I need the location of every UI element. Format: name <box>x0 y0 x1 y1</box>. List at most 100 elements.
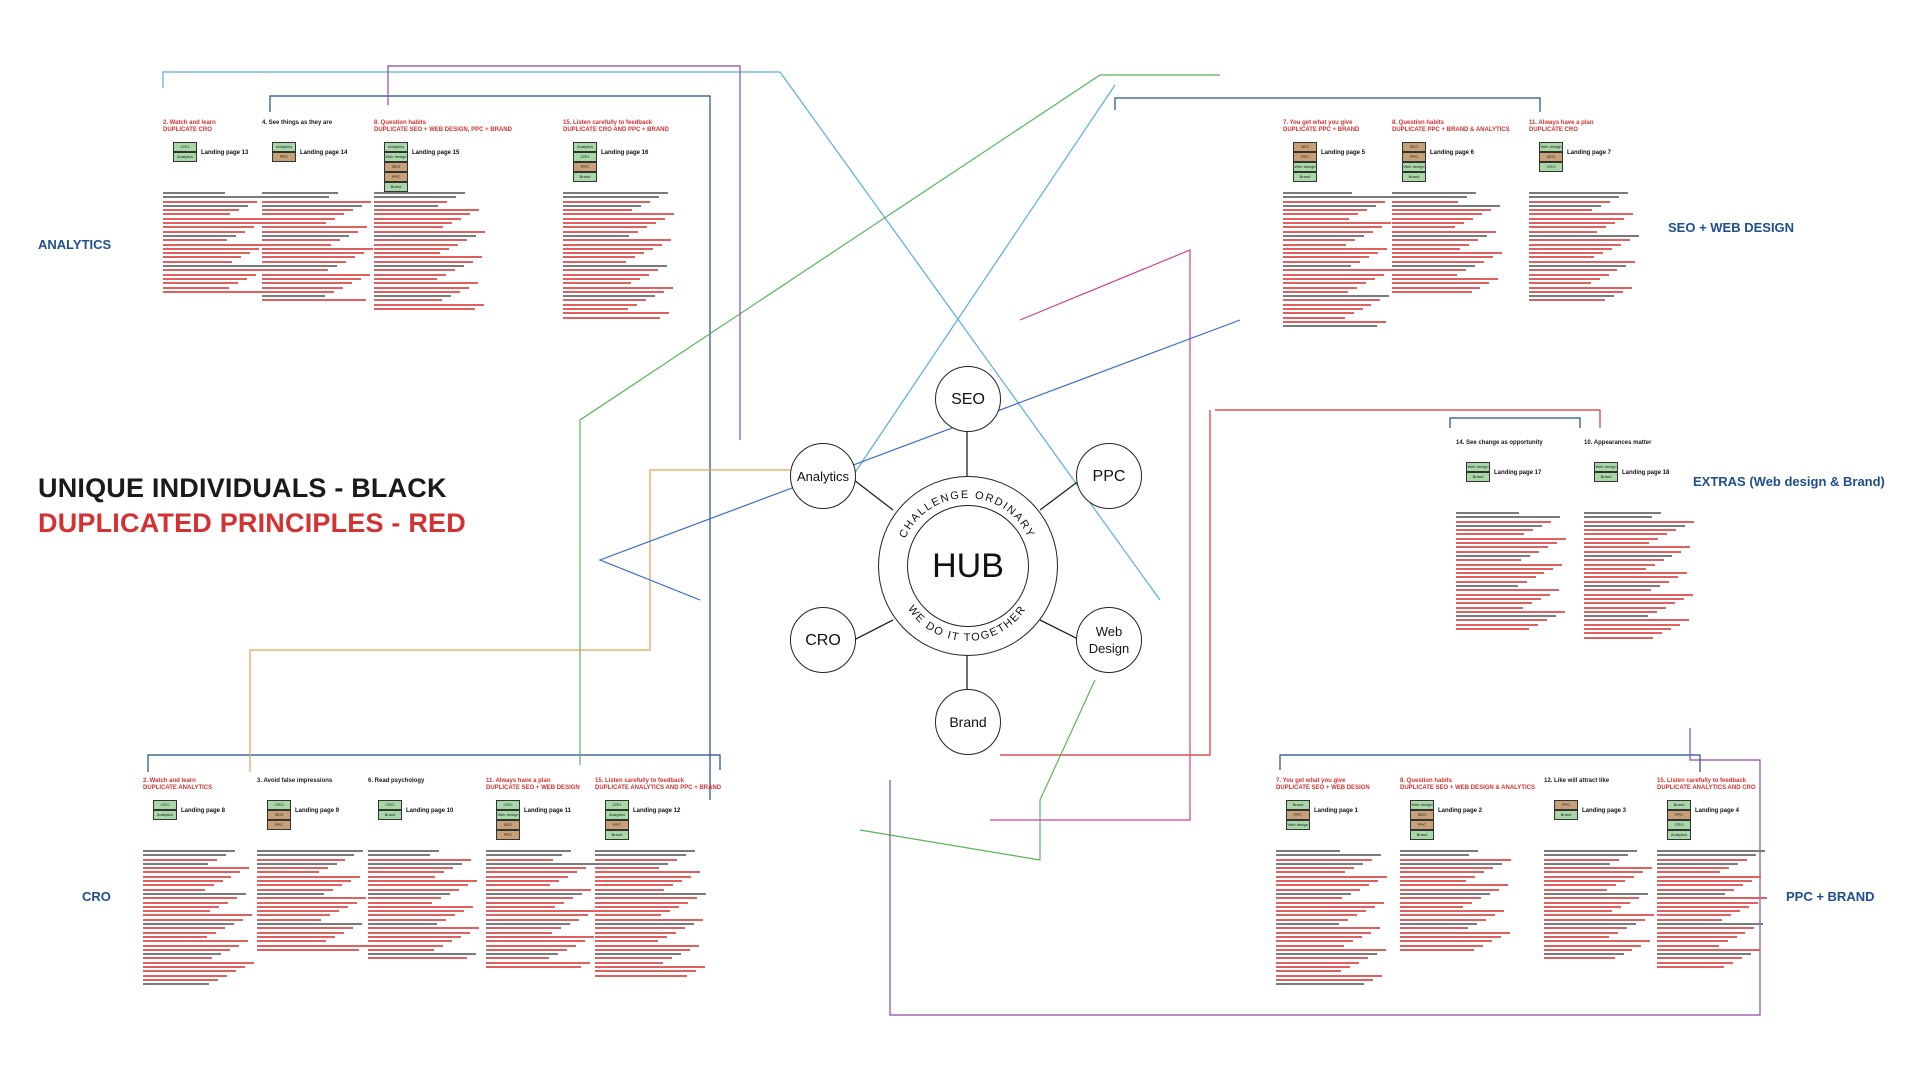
node-seo[interactable]: SEO <box>935 366 1001 432</box>
card-text-line <box>262 213 344 216</box>
card-title: 14. See change as opportunity <box>1456 440 1606 447</box>
card-text-line <box>1584 563 1655 566</box>
card-tag: PPC <box>1554 800 1578 810</box>
card-text-line <box>1584 576 1679 579</box>
node-analytics[interactable]: Analytics <box>790 443 856 509</box>
card-text-line <box>595 944 700 947</box>
node-analytics-label: Analytics <box>796 468 850 484</box>
hub-spoke <box>1039 479 1081 511</box>
region-label-ppc-brand: PPC + BRAND <box>1786 889 1875 904</box>
card-text-line <box>1584 550 1682 553</box>
hub-bottom-arc-text: WE DO IT TOGETHER <box>905 603 1027 644</box>
card-text-line <box>374 226 444 229</box>
card-text-line <box>1283 277 1375 280</box>
card-text-line <box>1392 196 1468 199</box>
card-text-line <box>1544 897 1640 900</box>
card-text-line <box>563 230 639 233</box>
card-tag: Analytics <box>1667 830 1691 840</box>
card-text-line <box>1276 875 1387 878</box>
card-text-line <box>1544 948 1633 951</box>
card-text-line <box>262 247 373 250</box>
card-text-line <box>1529 243 1621 246</box>
card-text-line <box>1276 871 1346 874</box>
card-text-line <box>563 260 626 263</box>
card-tag: SEO <box>384 162 408 172</box>
card-text-line <box>1392 243 1470 246</box>
card-text-line <box>374 230 485 233</box>
card-text-line <box>374 290 461 293</box>
card-text-line <box>1276 905 1375 908</box>
node-brand[interactable]: Brand <box>935 689 1001 755</box>
card-text-line <box>143 905 220 908</box>
card-text-line <box>486 880 559 883</box>
card-text-line <box>1276 970 1341 973</box>
hub-label: HUB <box>932 546 1004 585</box>
card-text-line <box>1283 200 1385 203</box>
card-text-line <box>1544 923 1636 926</box>
card-text-line <box>1276 935 1363 938</box>
card-text-line <box>374 213 471 216</box>
card-tag: Brand <box>1466 472 1490 482</box>
card-text-line <box>1657 961 1734 964</box>
node-cro[interactable]: CRO <box>790 607 856 673</box>
node-ppc[interactable]: PPC <box>1076 443 1142 509</box>
card-text-line <box>368 935 461 938</box>
card-text-line <box>1283 226 1382 229</box>
card-text-line <box>257 897 366 900</box>
card-text-line <box>1584 572 1688 575</box>
card-text-line <box>1529 252 1603 255</box>
card-text-line <box>563 286 673 289</box>
card-text-line <box>1456 602 1533 605</box>
card-text-line <box>163 213 231 216</box>
card-tag: PPC <box>272 152 296 162</box>
card-text-line <box>1456 554 1530 557</box>
node-web-design[interactable]: Web Design <box>1076 607 1142 673</box>
card-tag: CRO <box>573 152 597 162</box>
card-text-line <box>262 230 359 233</box>
card-tag: CRO <box>173 142 197 152</box>
card-tag: CRO <box>605 800 629 810</box>
card-text-line <box>1283 217 1350 220</box>
card-text-line <box>368 923 438 926</box>
card-duplicate-note: DUPLICATE SEO + WEB DESIGN <box>486 785 580 791</box>
card-text-line <box>163 204 249 207</box>
card-text-line <box>1283 303 1372 306</box>
card-tag: Brand <box>1293 172 1317 182</box>
card-text-line <box>1584 567 1646 570</box>
card-text-line <box>1529 234 1639 237</box>
card-text-line <box>262 295 325 298</box>
card-text-line <box>1400 948 1474 951</box>
card-tag: Web design <box>1293 162 1317 172</box>
card-text-line <box>1456 572 1545 575</box>
card-text-line <box>1657 935 1737 938</box>
card-text-line <box>374 252 441 255</box>
card-tag: Brand <box>1410 830 1434 840</box>
card-text-line <box>1283 308 1363 311</box>
card-text-line <box>1657 905 1749 908</box>
card-text-line <box>595 910 671 913</box>
card-text-line <box>563 234 630 237</box>
card-text-line <box>1456 593 1551 596</box>
card-duplicate-note: DUPLICATE ANALYTICS <box>143 785 213 791</box>
card-principle: 8. Question habits <box>374 120 427 126</box>
card-text-line <box>257 940 327 943</box>
card-text-line <box>1400 918 1487 921</box>
card-text-line <box>563 213 674 216</box>
card-text-line <box>143 927 225 930</box>
card-text-line <box>1544 888 1607 891</box>
card-text-line <box>1584 615 1648 618</box>
card-text-line <box>368 918 447 921</box>
card-text-line <box>1283 286 1357 289</box>
card-text-line <box>1584 619 1690 622</box>
card-text-line <box>1400 944 1483 947</box>
card-text-line <box>1529 260 1636 263</box>
card-text-line <box>1584 542 1649 545</box>
card-text-line <box>486 888 592 891</box>
card-text-line <box>1276 953 1377 956</box>
card-text-line <box>486 940 585 943</box>
card-text-line <box>257 944 368 947</box>
card-text-line <box>563 308 628 311</box>
card-text-line <box>486 905 556 908</box>
card-text-line <box>163 234 236 237</box>
